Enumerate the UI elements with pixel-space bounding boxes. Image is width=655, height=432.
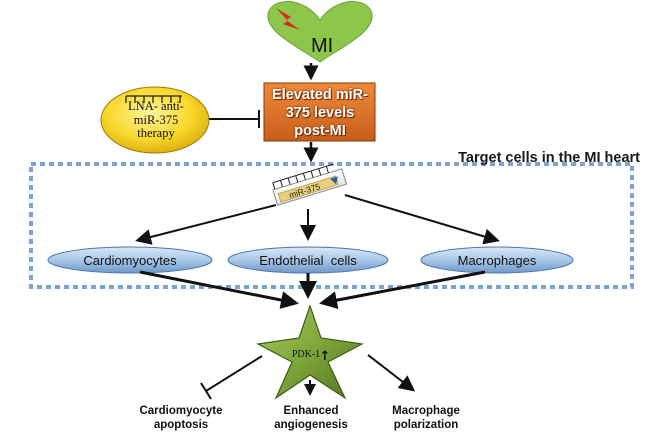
- pdk1-label: PDK-1: [292, 349, 320, 360]
- arrow-macrophages-to-pdk1: [319, 270, 486, 310]
- mir375-chip-icon: miR-375: [272, 163, 348, 206]
- outcome-line: apoptosis: [153, 419, 209, 431]
- heart-icon: MI: [267, 0, 373, 63]
- cell-macrophages: Macrophages: [420, 246, 574, 274]
- lna-therapy-text: LNA- anti- miR-375 therapy: [108, 99, 204, 141]
- arrow-pdk1-to-polarization: [367, 354, 416, 392]
- elevated-mir375-box-text: Elevated miR- 375 levels post-MI: [266, 86, 374, 140]
- comb-icon: [125, 95, 182, 103]
- therapy-line-2: miR-375: [133, 112, 179, 127]
- outcome-macrophage-polarization: Macrophage polarization: [356, 404, 496, 432]
- therapy-line-3: therapy: [137, 126, 175, 140]
- target-region-title: Target cells in the MI heart: [458, 150, 640, 166]
- cell-label-endothelial: Endothelial cells: [259, 253, 357, 268]
- lna-therapy-badge: [100, 86, 210, 154]
- arrow-cardiomyocytes-to-pdk1: [139, 270, 299, 309]
- heart-label: MI: [311, 35, 333, 57]
- outcome-line: Cardiomyocyte: [139, 405, 223, 417]
- outcome-line: Enhanced: [283, 405, 339, 417]
- pdk1-star: PDK-1 ↑: [256, 304, 364, 400]
- cell-endothelial: Endothelial cells: [227, 246, 389, 274]
- chip-arrow-icon: [330, 176, 338, 185]
- arrow-chip-to-cardiomyocytes: [135, 204, 277, 245]
- arrow-chip-to-macrophages: [344, 194, 500, 245]
- inhibition-pdk1-to-apoptosis: [200, 355, 263, 400]
- outcome-line: Macrophage: [392, 405, 460, 417]
- outcome-enhanced-angiogenesis: Enhanced angiogenesis: [241, 404, 381, 432]
- outcome-line: angiogenesis: [274, 419, 348, 431]
- cell-label-macrophages: Macrophages: [458, 253, 537, 268]
- elevated-box-line-2: 375 levels: [285, 105, 355, 121]
- lightning-icon: [276, 8, 300, 30]
- up-arrow-icon: ↑: [320, 349, 331, 364]
- elevated-box-line-1: Elevated miR-: [272, 87, 368, 103]
- cell-label-cardiomyocytes: Cardiomyocytes: [83, 253, 177, 268]
- elevated-box-line-3: post-MI: [294, 123, 346, 139]
- cell-cardiomyocytes: Cardiomyocytes: [47, 246, 213, 274]
- inhibition-therapy-to-box: [209, 110, 260, 128]
- outcome-cardiomyocyte-apoptosis: Cardiomyocyte apoptosis: [111, 404, 251, 432]
- target-cells-region: [29, 162, 634, 289]
- elevated-mir375-box: [263, 82, 376, 142]
- outcome-line: polarization: [393, 419, 459, 431]
- therapy-line-1: LNA- anti-: [128, 99, 184, 113]
